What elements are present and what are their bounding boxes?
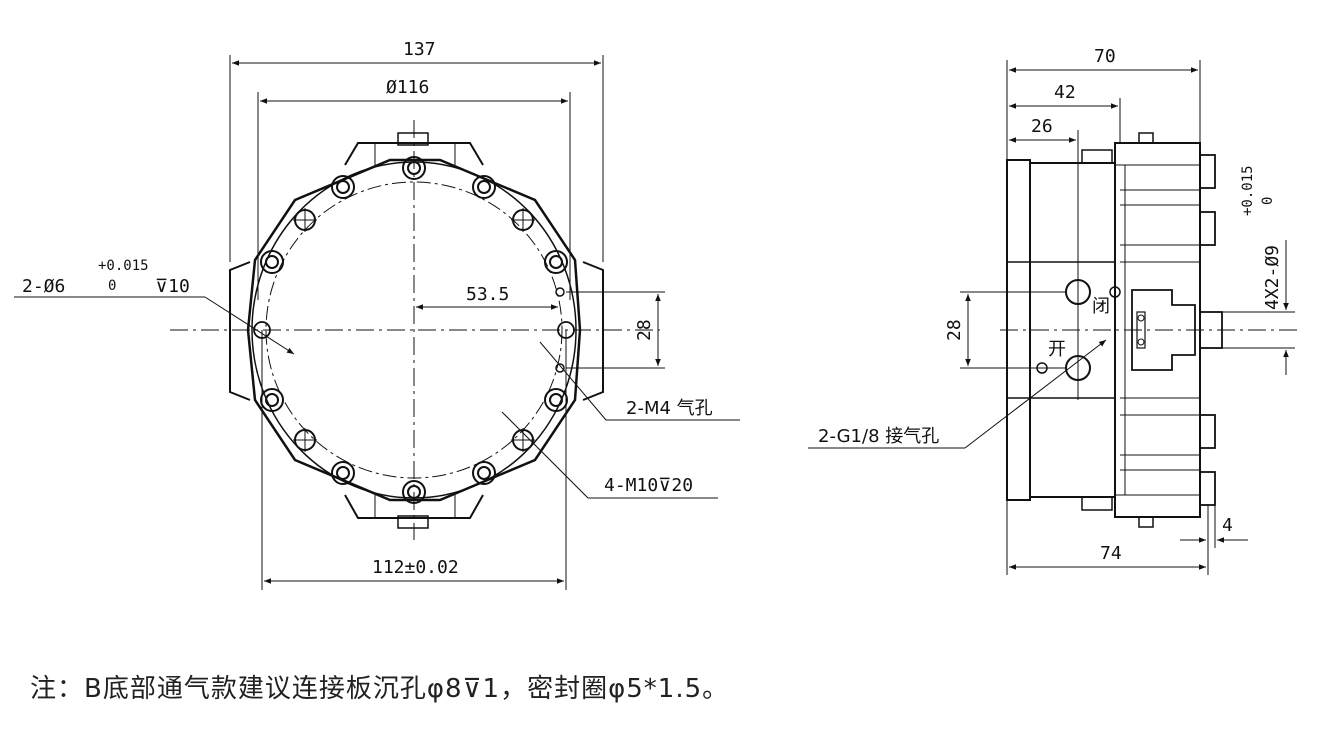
callout-pins-tol-upper: +0.015 [1240, 165, 1256, 216]
dim-height-28: 28 [634, 319, 655, 341]
label-open: 开 [1048, 339, 1066, 360]
technical-drawing: 137 Ø116 112±0.02 53.5 28 2-Ø6 +0.015 0 … [14, 39, 1300, 590]
dim-bolt-circle: Ø116 [386, 77, 429, 98]
footnote: 注：B底部通气款建议连接板沉孔φ8⊽1，密封圈φ5*1.5。 [30, 674, 730, 704]
callout-pins-tol-lower: 0 [1260, 197, 1276, 205]
dim-4: 4 [1222, 515, 1233, 536]
front-view [14, 55, 740, 590]
side-view [808, 60, 1300, 575]
dim-overall-width: 137 [403, 39, 436, 60]
callout-pins: 4X2-Ø9 [1262, 245, 1283, 310]
dim-74: 74 [1100, 543, 1122, 564]
dim-26: 26 [1031, 116, 1053, 137]
callout-thread: 4-M10⊽20 [604, 475, 693, 496]
dim-70: 70 [1094, 46, 1116, 67]
dim-bottom-width: 112±0.02 [372, 557, 459, 578]
dim-28-side: 28 [944, 319, 965, 341]
callout-port: 2-G1/8 接气孔 [818, 426, 939, 447]
callout-pin-hole: 2-Ø6 [22, 276, 65, 297]
dim-offset: 53.5 [466, 284, 509, 305]
callout-air-hole: 2-M4 气孔 [626, 398, 713, 419]
label-close: 闭 [1092, 296, 1110, 317]
callout-pin-tol-lower: 0 [108, 278, 116, 294]
callout-pin-depth: ⊽10 [155, 276, 190, 297]
callout-pin-tol-upper: +0.015 [98, 258, 149, 274]
dim-42: 42 [1054, 82, 1076, 103]
